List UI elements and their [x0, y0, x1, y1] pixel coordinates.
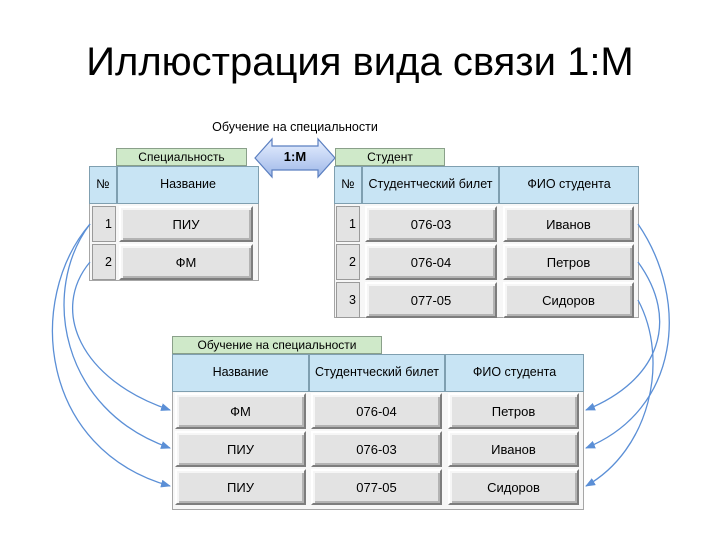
- student-row-1-num: 1: [336, 206, 360, 242]
- result-row-3-fio: Сидоров: [448, 469, 579, 505]
- student-tab: Студент: [335, 148, 445, 166]
- specialty-row-1-num: 1: [92, 206, 116, 242]
- slide-title: Иллюстрация вида связи 1:М: [86, 40, 634, 84]
- student-row-3-ticket: 077-05: [365, 282, 497, 318]
- result-row-1-ticket: 076-04: [311, 393, 442, 429]
- specialty-header-num: №: [89, 166, 117, 204]
- result-row-2-name: ПИУ: [175, 431, 306, 467]
- student-row-1-ticket: 076-03: [365, 206, 497, 242]
- specialty-tab: Специальность: [116, 148, 247, 166]
- result-header-fio: ФИО студента: [445, 354, 584, 392]
- specialty-row-2-num: 2: [92, 244, 116, 280]
- result-row-3-name: ПИУ: [175, 469, 306, 505]
- specialty-header-name: Название: [117, 166, 259, 204]
- student-row-2-fio: Петров: [503, 244, 634, 280]
- student-header-ticket: Студентческий билет: [362, 166, 499, 204]
- result-row-2-fio: Иванов: [448, 431, 579, 467]
- student-row-3-fio: Сидоров: [503, 282, 634, 318]
- student-header-fio: ФИО студента: [499, 166, 639, 204]
- student-row-3-num: 3: [336, 282, 360, 318]
- student-header-num: №: [334, 166, 362, 204]
- specialty-row-2-name: ФМ: [119, 244, 253, 280]
- relation-label: Обучение на специальности: [212, 120, 378, 134]
- result-row-1-name: ФМ: [175, 393, 306, 429]
- student-row-2-num: 2: [336, 244, 360, 280]
- student-row-1-fio: Иванов: [503, 206, 634, 242]
- result-row-2-ticket: 076-03: [311, 431, 442, 467]
- specialty-row-1-name: ПИУ: [119, 206, 253, 242]
- arrow-sidorov-to-row3: [585, 299, 654, 487]
- student-row-2-ticket: 076-04: [365, 244, 497, 280]
- arrow-fm-to-row1: [72, 261, 171, 411]
- cardinality-label: 1:М: [283, 149, 307, 164]
- result-header-name: Название: [172, 354, 309, 392]
- result-row-1-fio: Петров: [448, 393, 579, 429]
- result-header-ticket: Студентческий билет: [309, 354, 445, 392]
- result-row-3-ticket: 077-05: [311, 469, 442, 505]
- result-tab: Обучение на специальности: [172, 336, 382, 354]
